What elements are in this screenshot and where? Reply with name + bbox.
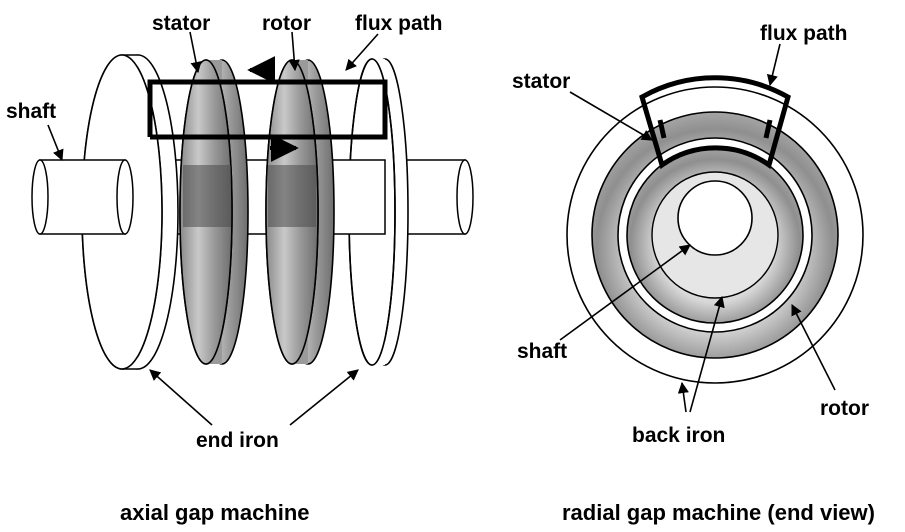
radial-caption: radial gap machine (end view) <box>562 500 875 525</box>
axial-stator-disk <box>179 59 249 365</box>
radial-flux-path-label: flux path <box>760 22 848 45</box>
axial-flux-path <box>147 56 388 162</box>
axial-flux-path-label: flux path <box>355 12 443 35</box>
radial-leaders <box>559 43 836 413</box>
radial-rotor-label: rotor <box>820 397 869 420</box>
axial-leaders <box>47 31 379 426</box>
radial-gap-machine: flux path stator shaft rotor back iron r… <box>512 22 875 525</box>
radial-shaft-label: shaft <box>517 340 567 363</box>
axial-rotor-label: rotor <box>262 12 311 35</box>
radial-back-iron-label: back iron <box>632 424 725 447</box>
axial-shaft-label: shaft <box>6 100 56 123</box>
axial-caption: axial gap machine <box>120 500 310 525</box>
radial-shaft <box>677 180 753 256</box>
axial-end-iron-label: end iron <box>196 429 279 452</box>
axial-rotor-disk <box>265 59 335 365</box>
radial-stator-label: stator <box>512 70 570 93</box>
radial-flux-path <box>639 75 791 170</box>
axial-shaft-left-stub <box>31 159 134 235</box>
axial-stator-label: stator <box>152 12 210 35</box>
axial-gap-machine: stator rotor flux path shaft end iron ax… <box>6 12 474 525</box>
